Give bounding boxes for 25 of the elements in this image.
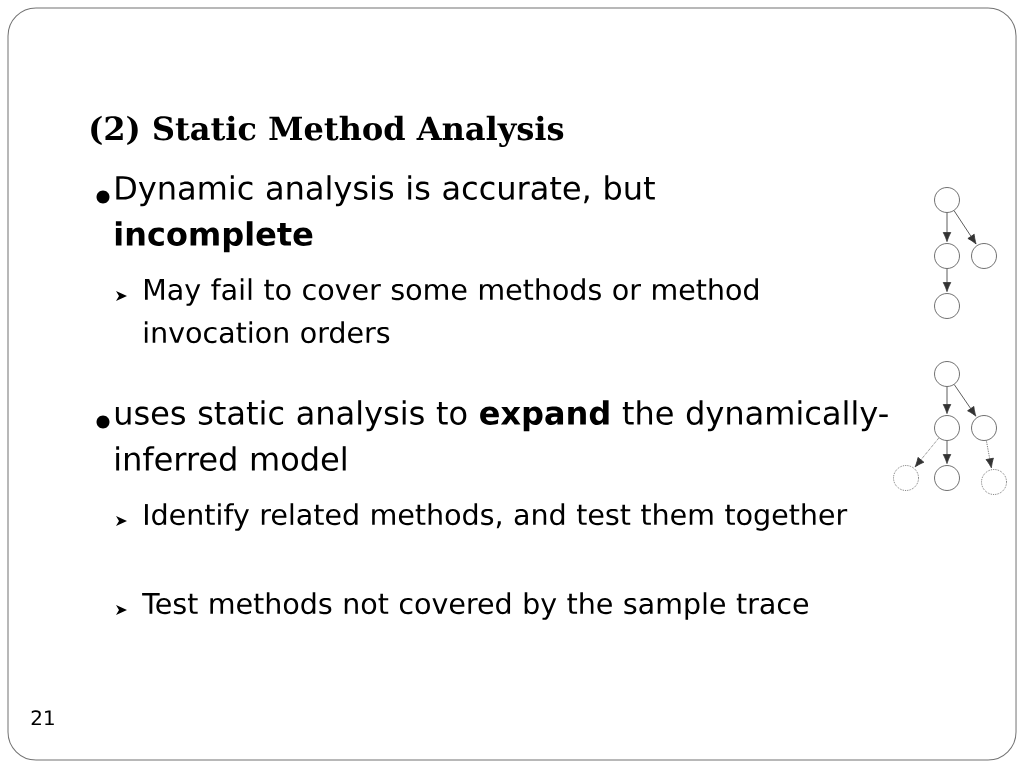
sub-bullet-text: Identify related methods, and test them together bbox=[145, 503, 848, 531]
circle bbox=[934, 293, 960, 319]
page-number: 21 bbox=[31, 710, 54, 726]
circle bbox=[934, 415, 960, 441]
dotted-circle bbox=[893, 465, 919, 491]
arrow bbox=[914, 437, 940, 468]
circle bbox=[934, 361, 960, 387]
arrow bbox=[942, 440, 952, 464]
circle bbox=[934, 187, 960, 213]
arrow bbox=[942, 268, 952, 292]
dotted-circle bbox=[981, 469, 1007, 495]
arrow bbox=[953, 384, 977, 417]
sub-bullet-text: May fail to cover some methods or method invocation orders bbox=[144, 278, 758, 344]
bullet-text: uses static analysis to expand the dynamically-inferred model bbox=[115, 400, 888, 471]
sub-bullet-text: Test methods not covered by the sample trace bbox=[142, 592, 809, 620]
arrow bbox=[953, 210, 977, 245]
circle bbox=[971, 415, 997, 441]
arrow bbox=[942, 212, 952, 242]
arrow bbox=[942, 386, 952, 414]
circle bbox=[971, 243, 997, 269]
bullet-text: Dynamic analysis is accurate, but incomplete bbox=[115, 175, 655, 253]
circle bbox=[934, 243, 960, 269]
circle bbox=[934, 465, 960, 491]
arrow bbox=[985, 440, 994, 469]
slide-title: (2) Static Method Analysis bbox=[91, 115, 564, 148]
